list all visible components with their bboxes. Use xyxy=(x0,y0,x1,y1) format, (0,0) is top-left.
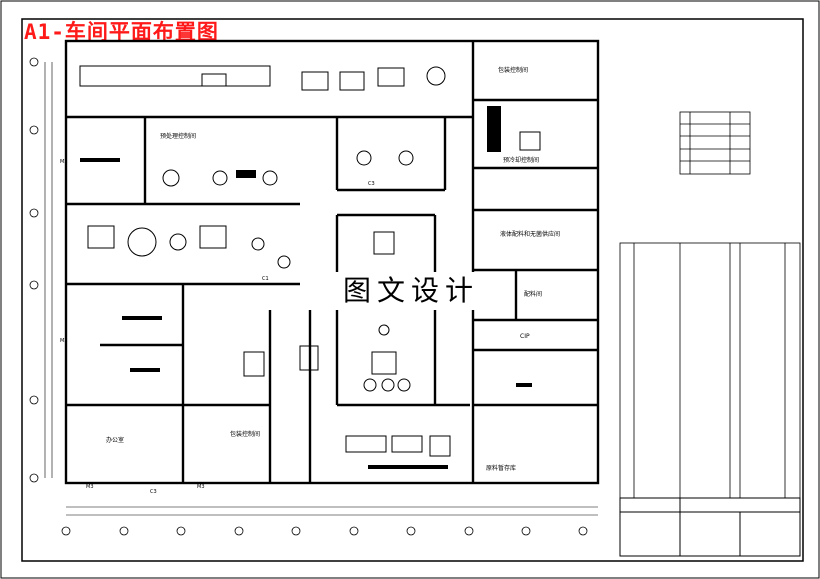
drawing-title: A1-车间平面布置图 xyxy=(24,20,219,44)
legend-table xyxy=(679,111,751,175)
parts-list xyxy=(619,242,801,499)
equipment-blocks xyxy=(80,106,532,469)
grid-markers xyxy=(29,57,588,536)
room-label-cip: CIP xyxy=(520,333,530,340)
room-label-middle-left: 预处理控制间 xyxy=(160,132,196,140)
door-label-m3: M3 xyxy=(197,484,205,490)
room-label-right-3: 配料间 xyxy=(524,290,542,298)
room-label-bottom-right: 原料暂存库 xyxy=(486,464,516,472)
door-label-m2: M2 xyxy=(60,338,68,344)
room-labels: 包装控制间 预处理控制间 预冷却控制间 液体配料和无菌供应间 配料间 CIP 办… xyxy=(106,66,560,472)
room-label-bottom-center: 包装控制间 xyxy=(230,430,260,438)
equipment xyxy=(79,65,541,457)
room-label-right-2: 液体配料和无菌供应间 xyxy=(500,230,560,238)
door-label-m2: M2 xyxy=(60,159,68,165)
room-label-right-1: 预冷却控制间 xyxy=(503,156,539,164)
door-label-m3: M3 xyxy=(86,484,94,490)
door-label: C3 xyxy=(368,181,375,187)
room-label-office: 办公室 xyxy=(106,436,124,444)
room-label-top-right: 包装控制间 xyxy=(498,66,528,74)
door-labels: C3 C3 M3 M3 M2 M2 C1 xyxy=(60,159,375,495)
door-label: C3 xyxy=(150,489,157,495)
walls xyxy=(64,39,600,485)
watermark-text: 图文设计 xyxy=(331,272,491,310)
title-block xyxy=(619,497,801,557)
door-label-c1: C1 xyxy=(262,276,269,282)
dimension-lines xyxy=(44,62,598,516)
